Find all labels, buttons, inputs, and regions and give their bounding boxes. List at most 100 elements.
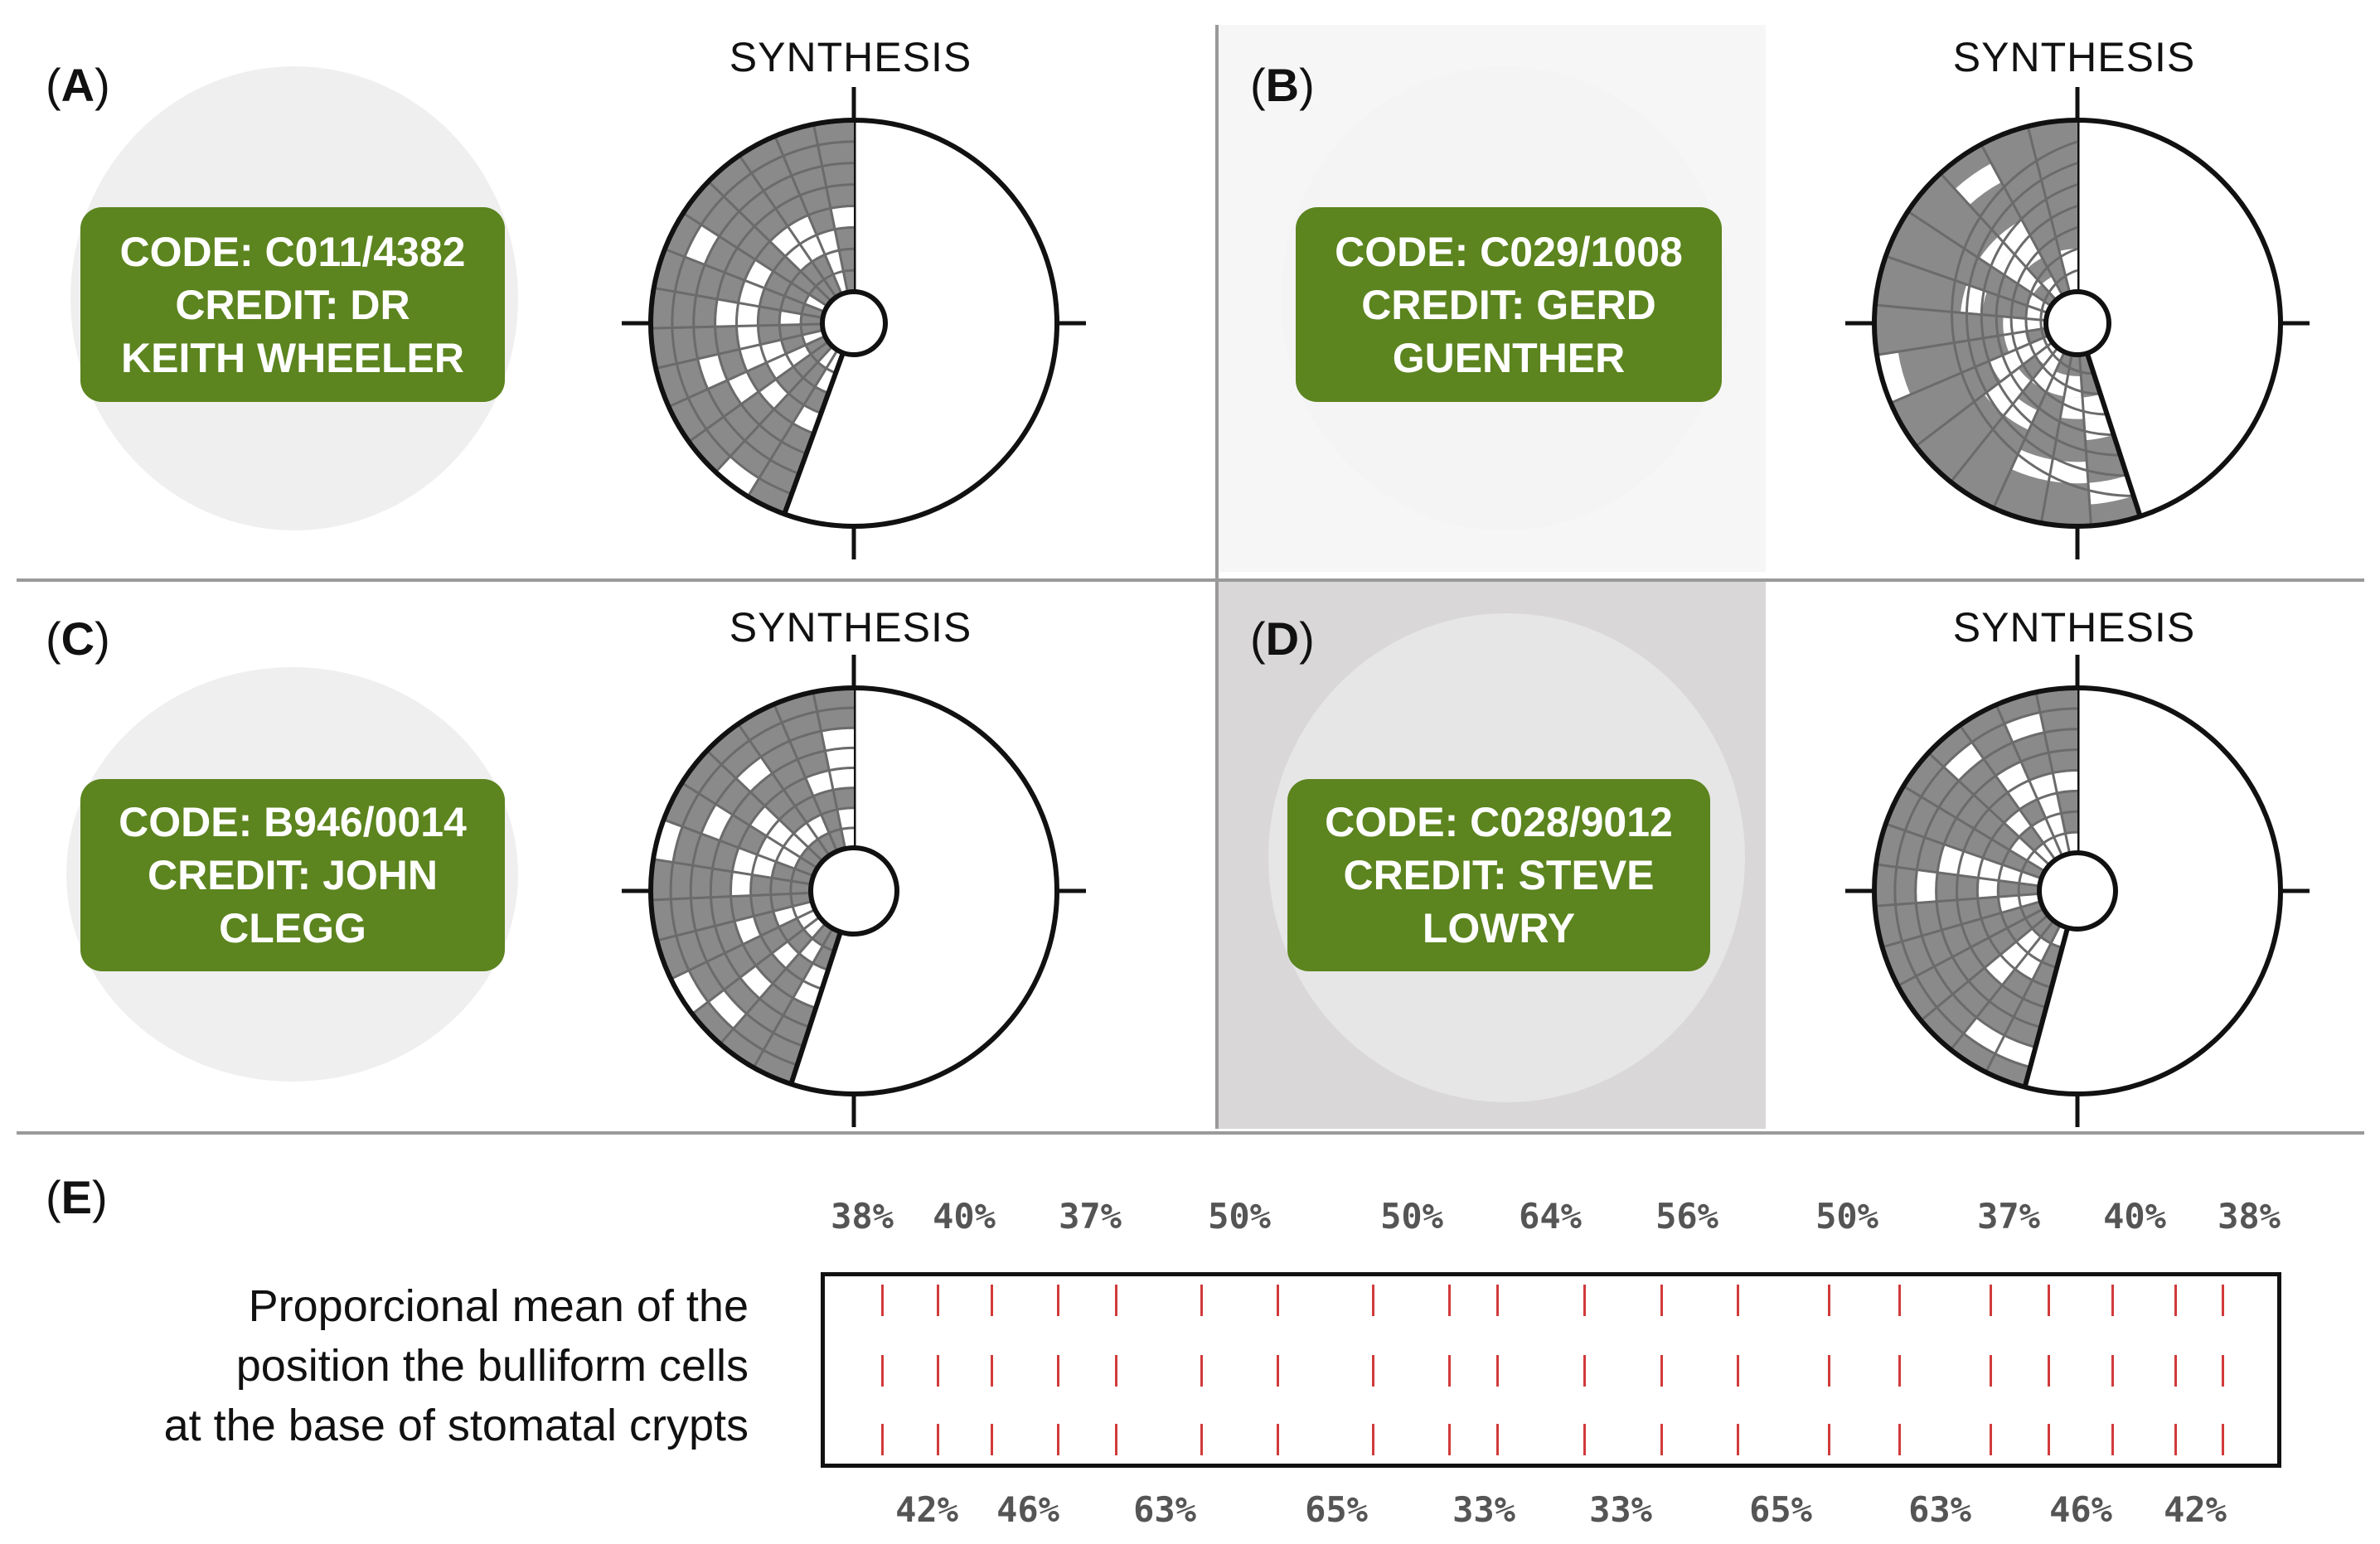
bulliform-tick — [991, 1355, 993, 1387]
dividing-line — [788, 931, 843, 1085]
grid-spoke — [1995, 704, 2063, 857]
white-cell — [730, 871, 753, 897]
outer-circle — [1872, 118, 2283, 529]
grid-spoke — [707, 180, 832, 303]
bulliform-tick — [937, 1424, 939, 1455]
grid-spoke — [657, 900, 812, 942]
bulliform-tick — [1990, 1285, 1992, 1316]
synthesis-title-b: SYNTHESIS — [1952, 34, 2196, 80]
top-percent-label: 38% — [831, 1196, 894, 1237]
bulliform-tick — [1828, 1424, 1830, 1455]
bulliform-tick — [2174, 1355, 2177, 1387]
bulliform-tick — [2048, 1424, 2050, 1455]
bulliform-tick — [2111, 1285, 2114, 1316]
top-percent-label: 37% — [1977, 1196, 2040, 1237]
white-cell — [1943, 742, 1985, 782]
white-cell — [708, 990, 747, 1029]
white-cell — [1989, 352, 2019, 382]
grid-spoke — [1874, 303, 2047, 322]
bulliform-tick — [937, 1285, 939, 1316]
bulliform-tick — [991, 1285, 993, 1316]
bulliform-tick — [991, 1424, 993, 1455]
bulliform-tick — [2111, 1355, 2114, 1387]
white-cell — [2027, 850, 2050, 872]
grid-spoke — [773, 704, 838, 852]
bulliform-tick — [1448, 1285, 1451, 1316]
white-cell — [739, 965, 773, 999]
outer-circle — [648, 118, 1059, 529]
grid-spoke — [738, 154, 837, 298]
grid-spoke — [2039, 354, 2073, 524]
bottom-percent-label: 65% — [1305, 1489, 1368, 1530]
bulliform-tick — [1448, 1355, 1451, 1387]
grid-spoke — [1920, 914, 2049, 1022]
divider-horizontal-bottom — [17, 1131, 2364, 1135]
bulliform-tick — [1200, 1355, 1203, 1387]
panel-e-caption: Proporcional mean of the position the bu… — [19, 1276, 749, 1455]
panel-label-e: (E) — [46, 1171, 108, 1223]
grid-spoke — [668, 335, 826, 409]
synthesis-title-a: SYNTHESIS — [729, 34, 972, 80]
badge-credit-a: CREDIT: DR — [175, 281, 410, 328]
grid-spoke — [1985, 924, 2062, 1073]
top-percent-label: 50% — [1208, 1196, 1271, 1237]
white-cell — [2019, 871, 2042, 886]
outer-circle — [648, 685, 1059, 1096]
panel-label-c: (C) — [46, 612, 110, 665]
bulliform-tick — [1057, 1424, 1059, 1455]
grid-spoke — [746, 349, 839, 497]
top-percent-label: 50% — [1380, 1196, 1443, 1237]
white-cell — [760, 339, 787, 363]
white-cell — [803, 917, 826, 939]
bulliform-tick — [1898, 1285, 1901, 1316]
top-percent-label: 40% — [933, 1196, 996, 1237]
grid-spoke — [653, 286, 823, 319]
bulliform-tick — [2048, 1285, 2050, 1316]
white-cell — [829, 767, 854, 791]
bulliform-tick — [1372, 1355, 1374, 1387]
white-cell — [2003, 316, 2025, 336]
credit-badge-b: CODE: C029/1008 CREDIT: GERD GUENTHER — [1296, 207, 1722, 402]
credit-badge-a: CODE: C011/4382 CREDIT: DR KEITH WHEELER — [80, 207, 505, 402]
bulliform-tick — [1277, 1424, 1279, 1455]
badge-credit-name-a: KEITH WHEELER — [121, 334, 464, 381]
grid-spoke — [737, 723, 831, 857]
grid-spoke — [1907, 210, 2053, 307]
bulliform-tick — [1496, 1355, 1499, 1387]
bottom-percent-label: 65% — [1749, 1489, 1812, 1530]
grid-spoke — [652, 858, 812, 886]
white-cell — [2019, 893, 2041, 908]
bottom-percent-label: 63% — [1133, 1489, 1196, 1530]
bottom-percent-label: 46% — [2049, 1489, 2112, 1530]
bulliform-tick — [1115, 1355, 1117, 1387]
grid-spoke — [705, 749, 824, 863]
synthesis-diagram-c — [622, 655, 1086, 1127]
top-percent-label: 64% — [1519, 1196, 1582, 1237]
dividing-line — [2084, 352, 2143, 517]
bulliform-tick — [1660, 1285, 1663, 1316]
bottom-percent-label: 42% — [2164, 1489, 2227, 1530]
bulliform-tick — [1496, 1424, 1499, 1455]
white-cell — [700, 804, 733, 841]
bulliform-tick — [1277, 1355, 1279, 1387]
bulliform-tick — [1115, 1424, 1117, 1455]
bulliform-tick — [1990, 1424, 1992, 1455]
grid-spoke — [664, 248, 826, 313]
bulliform-tick — [1583, 1285, 1586, 1316]
white-cell — [1915, 869, 1938, 903]
bulliform-tick — [2174, 1424, 2177, 1455]
white-cell — [1984, 381, 2018, 415]
white-cell — [817, 346, 838, 369]
bulliform-tick — [1200, 1424, 1203, 1455]
grid-spoke — [651, 891, 812, 902]
bottom-percent-label: 42% — [895, 1489, 958, 1530]
white-cell — [2029, 335, 2053, 356]
white-cell — [1995, 761, 2029, 793]
divider-horizontal-middle — [17, 578, 2364, 582]
white-cell — [1957, 850, 1984, 878]
top-percent-label: 50% — [1815, 1196, 1878, 1237]
grid-spoke — [691, 916, 821, 1015]
grid-spoke — [812, 123, 849, 293]
white-cell — [1999, 864, 2023, 883]
grid-spoke — [681, 782, 818, 869]
